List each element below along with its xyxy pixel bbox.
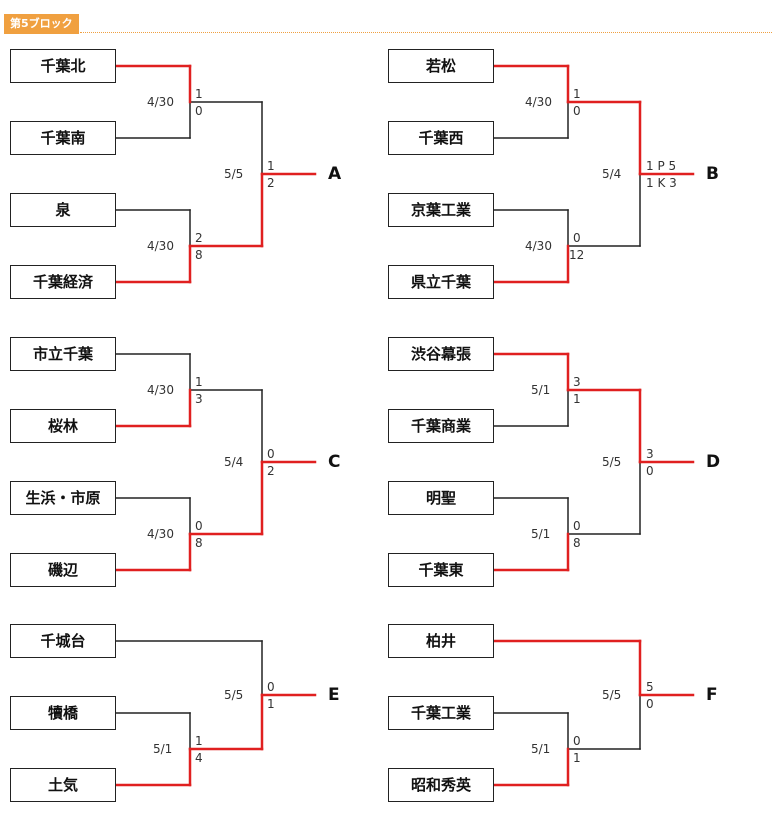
match-date: 4/30 bbox=[147, 527, 174, 541]
match-score: 1 bbox=[573, 392, 581, 406]
match-score: 0 bbox=[573, 734, 581, 748]
match-score: 1 K 3 bbox=[646, 176, 677, 190]
match-score: 1 bbox=[573, 87, 581, 101]
match-score: 1 bbox=[267, 697, 275, 711]
match-score: 5 bbox=[646, 680, 654, 694]
bracket-result-label: F bbox=[706, 685, 718, 705]
match-score: 1 bbox=[267, 159, 275, 173]
match-score: 2 bbox=[267, 176, 275, 190]
team-box: 千城台 bbox=[10, 624, 116, 658]
bracket-result-label: B bbox=[706, 164, 719, 184]
match-date: 5/1 bbox=[153, 742, 173, 756]
match-score: 0 bbox=[267, 680, 275, 694]
match-date: 4/30 bbox=[525, 239, 552, 253]
team-box: 市立千葉 bbox=[10, 337, 116, 371]
match-date: 4/30 bbox=[147, 239, 174, 253]
match-score: 0 bbox=[195, 519, 203, 533]
bracket-result-label: A bbox=[328, 164, 342, 184]
team-box: 生浜・市原 bbox=[10, 481, 116, 515]
team-box: 千葉南 bbox=[10, 121, 116, 155]
match-score: 2 bbox=[267, 464, 275, 478]
team-box: 若松 bbox=[388, 49, 494, 83]
match-date: 5/5 bbox=[602, 455, 622, 469]
match-score: 1 bbox=[195, 87, 203, 101]
match-score: 8 bbox=[195, 248, 203, 262]
match-date: 5/5 bbox=[602, 688, 622, 702]
team-box: 千葉経済 bbox=[10, 265, 116, 299]
match-score: 0 bbox=[646, 464, 654, 478]
match-score: 4 bbox=[195, 751, 203, 765]
match-date: 5/1 bbox=[531, 527, 551, 541]
match-score: 0 bbox=[646, 697, 654, 711]
match-date: 4/30 bbox=[147, 383, 174, 397]
match-score: 1 P 5 bbox=[646, 159, 677, 173]
team-box: 千葉西 bbox=[388, 121, 494, 155]
bracket-result-label: E bbox=[328, 685, 340, 705]
team-box: 明聖 bbox=[388, 481, 494, 515]
bracket-result-label: D bbox=[706, 452, 721, 472]
team-box: 昭和秀英 bbox=[388, 768, 494, 802]
match-score: 0 bbox=[267, 447, 275, 461]
header-divider bbox=[80, 32, 772, 33]
match-score: 1 bbox=[195, 375, 203, 389]
match-score: 3 bbox=[573, 375, 581, 389]
match-score: 3 bbox=[646, 447, 654, 461]
match-date: 5/5 bbox=[224, 688, 244, 702]
team-box: 千葉北 bbox=[10, 49, 116, 83]
match-score: 1 bbox=[573, 751, 581, 765]
match-score: 0 bbox=[573, 231, 581, 245]
team-box: 千葉商業 bbox=[388, 409, 494, 443]
match-date: 5/4 bbox=[602, 167, 622, 181]
team-box: 磯辺 bbox=[10, 553, 116, 587]
team-box: 柏井 bbox=[388, 624, 494, 658]
match-score: 8 bbox=[573, 536, 581, 550]
match-date: 5/1 bbox=[531, 742, 551, 756]
team-box: 土気 bbox=[10, 768, 116, 802]
match-score: 0 bbox=[573, 104, 581, 118]
match-score: 1 bbox=[195, 734, 203, 748]
team-box: 千葉東 bbox=[388, 553, 494, 587]
match-date: 4/30 bbox=[147, 95, 174, 109]
match-date: 5/5 bbox=[224, 167, 244, 181]
team-box: 京葉工業 bbox=[388, 193, 494, 227]
match-score: 12 bbox=[569, 248, 585, 262]
match-score: 0 bbox=[195, 104, 203, 118]
team-box: 犢橋 bbox=[10, 696, 116, 730]
match-score: 3 bbox=[195, 392, 203, 406]
match-score: 8 bbox=[195, 536, 203, 550]
team-box: 渋谷幕張 bbox=[388, 337, 494, 371]
match-date: 5/1 bbox=[531, 383, 551, 397]
team-box: 県立千葉 bbox=[388, 265, 494, 299]
bracket-result-label: C bbox=[328, 452, 341, 472]
team-box: 桜林 bbox=[10, 409, 116, 443]
match-score: 2 bbox=[195, 231, 203, 245]
team-box: 泉 bbox=[10, 193, 116, 227]
match-score: 0 bbox=[573, 519, 581, 533]
team-box: 千葉工業 bbox=[388, 696, 494, 730]
match-date: 5/4 bbox=[224, 455, 244, 469]
match-date: 4/30 bbox=[525, 95, 552, 109]
block-title: 第5ブロック bbox=[4, 14, 79, 34]
